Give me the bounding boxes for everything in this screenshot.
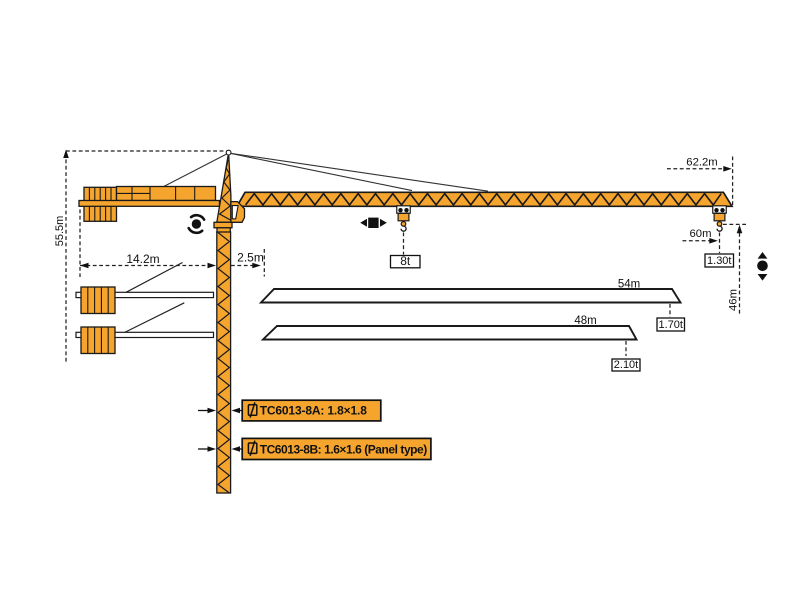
- svg-text:54m: 54m: [618, 279, 640, 291]
- svg-text:60m: 60m: [690, 228, 712, 240]
- svg-text:55.5m: 55.5m: [54, 216, 66, 247]
- svg-text:14.2m: 14.2m: [126, 252, 159, 266]
- svg-text:48m: 48m: [574, 315, 596, 327]
- svg-text:2.10t: 2.10t: [614, 359, 638, 371]
- svg-text:2.5m: 2.5m: [237, 251, 264, 265]
- svg-text:46m: 46m: [728, 289, 740, 311]
- svg-text:1.70t: 1.70t: [659, 319, 683, 331]
- svg-text:8t: 8t: [400, 254, 411, 268]
- svg-text:TC6013-8B: 1.6×1.6 (Panel typ: TC6013-8B: 1.6×1.6 (Panel type): [260, 442, 428, 456]
- svg-text:TC6013-8A: 1.8×1.8: TC6013-8A: 1.8×1.8: [260, 404, 368, 418]
- svg-text:1.30t: 1.30t: [707, 255, 731, 267]
- svg-text:62.2m: 62.2m: [686, 157, 717, 169]
